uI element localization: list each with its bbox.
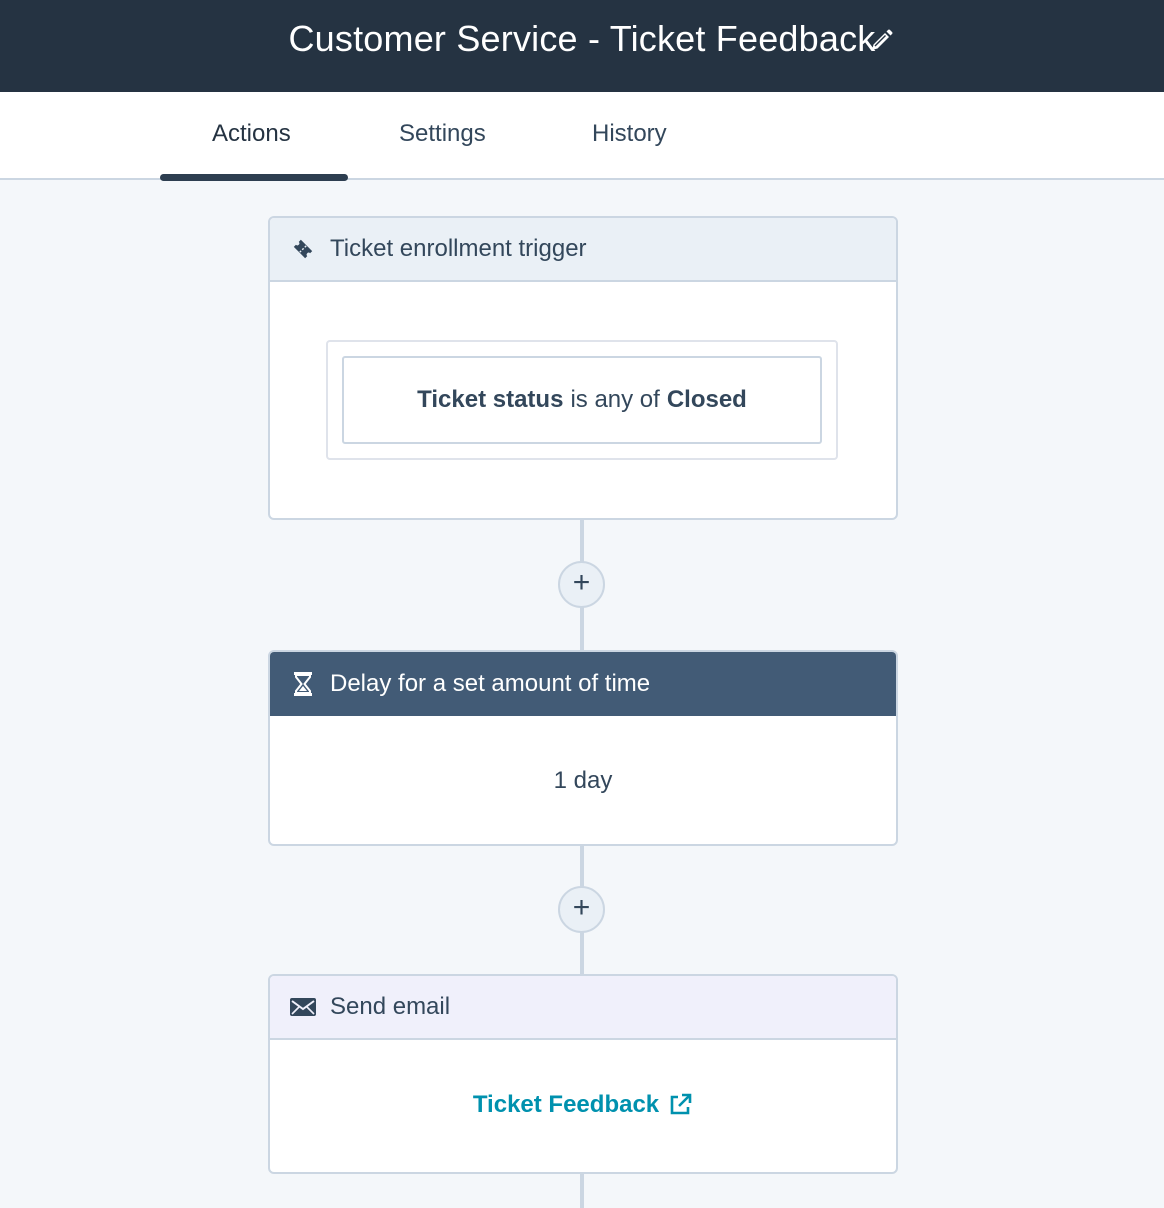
delay-action-card[interactable]: Delay for a set amount of time 1 day [268, 650, 898, 846]
filter-operator: is any of [570, 386, 660, 413]
trigger-filter-group: Ticket status is any of Closed [326, 340, 838, 460]
delay-action-title: Delay for a set amount of time [330, 670, 651, 697]
email-name: Ticket Feedback [472, 1091, 660, 1118]
enrollment-trigger-card[interactable]: Ticket enrollment trigger Ticket status … [268, 216, 898, 520]
send-email-header: Send email [270, 976, 896, 1040]
enrollment-trigger-title: Ticket enrollment trigger [330, 235, 587, 262]
send-email-card[interactable]: Send email Ticket Feedback [268, 974, 898, 1174]
delay-duration: 1 day [553, 767, 613, 794]
email-link[interactable]: Ticket Feedback [473, 1091, 693, 1119]
filter-property: Ticket status [417, 386, 564, 413]
send-email-body: Ticket Feedback [270, 1040, 896, 1170]
add-action-button[interactable]: + [558, 886, 605, 933]
tab-settings[interactable]: Settings [399, 120, 486, 147]
hourglass-icon [288, 669, 318, 699]
tab-actions[interactable]: Actions [212, 120, 291, 147]
enrollment-trigger-header: Ticket enrollment trigger [270, 218, 896, 282]
envelope-icon [288, 992, 318, 1022]
header-bar: Customer Service - Ticket Feedback [0, 0, 1164, 92]
add-action-button[interactable]: + [558, 561, 605, 608]
external-link-icon [670, 1093, 692, 1115]
flow-connector [580, 1174, 584, 1208]
workflow-title: Customer Service - Ticket Feedback [288, 18, 876, 59]
delay-action-header: Delay for a set amount of time [270, 652, 896, 716]
ticket-icon [288, 234, 318, 264]
pencil-icon[interactable] [866, 26, 896, 56]
tab-history[interactable]: History [592, 120, 667, 147]
active-tab-indicator [160, 174, 348, 181]
send-email-title: Send email [330, 993, 451, 1020]
filter-value: Closed [666, 386, 747, 413]
tab-bar: Actions Settings History [0, 92, 1164, 181]
trigger-filter[interactable]: Ticket status is any of Closed [342, 356, 822, 444]
